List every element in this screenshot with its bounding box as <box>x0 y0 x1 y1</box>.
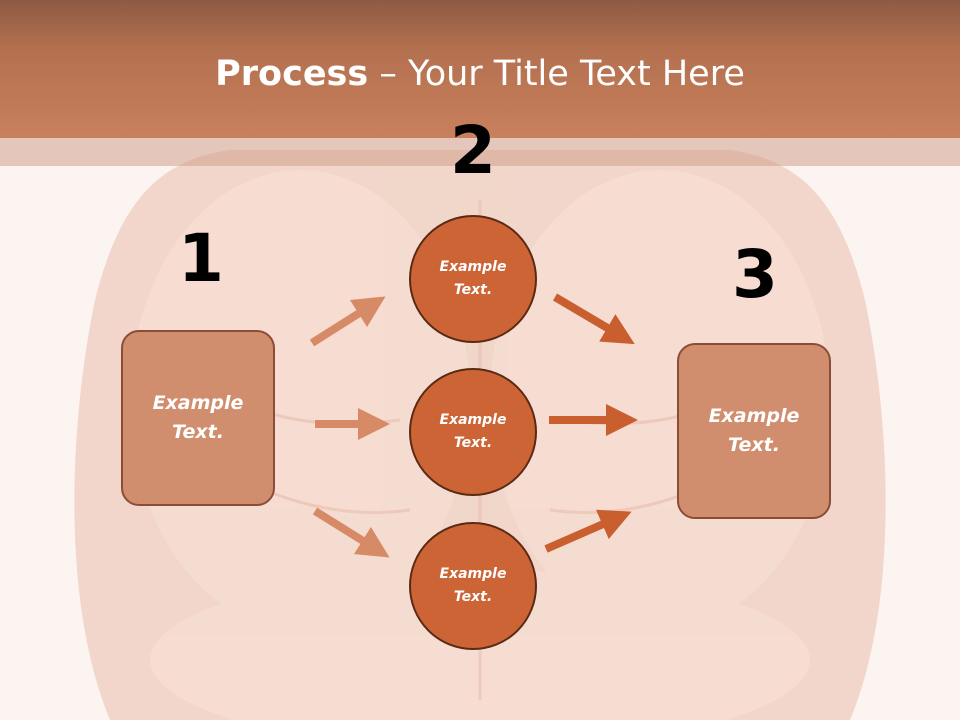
step-number-2: 2 <box>450 112 496 189</box>
right-step-box: Example Text. <box>677 343 831 519</box>
step-number-1: 1 <box>178 220 224 297</box>
title-bar-band <box>0 138 960 166</box>
title-bold-text: Process <box>215 54 369 94</box>
arrow-left-to-bottom <box>312 507 390 558</box>
arrow-bottom-to-right <box>544 509 632 553</box>
left-step-box: Example Text. <box>121 330 275 506</box>
process-circle-bottom: Example Text. <box>409 522 537 650</box>
step-number-3: 3 <box>732 236 778 313</box>
slide-title: Process – Your Title Text Here <box>0 52 960 96</box>
process-circle-middle-text: Example Text. <box>439 412 507 451</box>
process-circle-top-text: Example Text. <box>439 259 507 298</box>
process-circle-middle: Example Text. <box>409 368 537 496</box>
title-rest-text: – Your Title Text Here <box>368 54 745 94</box>
arrow-top-to-right <box>552 293 635 345</box>
title-bar <box>0 0 960 138</box>
process-circle-top: Example Text. <box>409 215 537 343</box>
left-step-box-text: Example Text. <box>152 392 244 443</box>
arrow-left-to-top <box>309 296 386 347</box>
process-circle-bottom-text: Example Text. <box>439 566 507 605</box>
right-step-box-text: Example Text. <box>708 405 800 456</box>
